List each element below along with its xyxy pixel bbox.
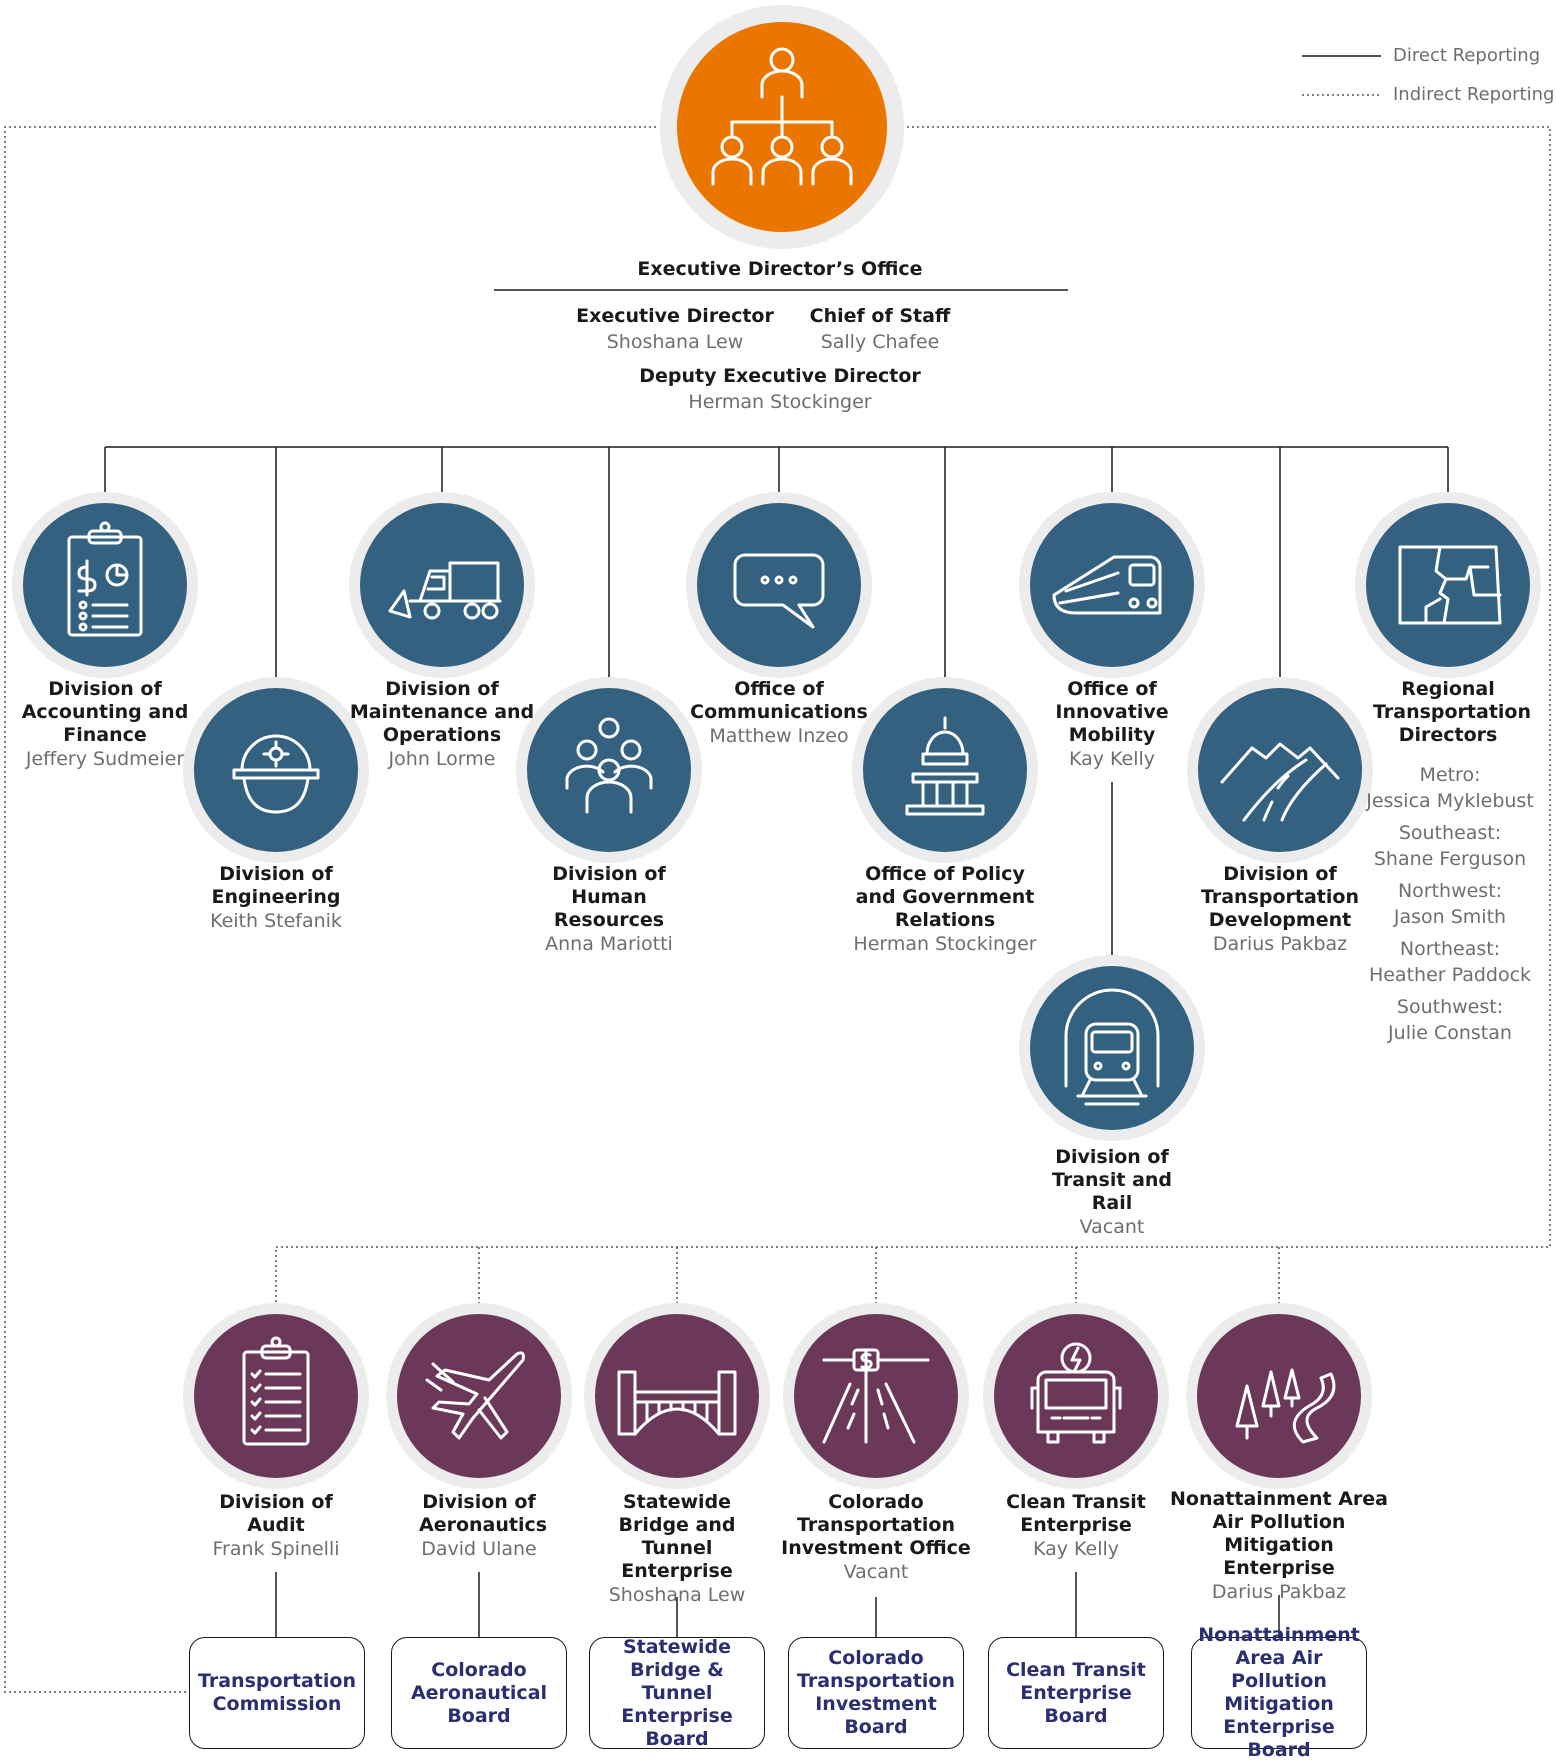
board-colorado-aeronautical: Colorado Aeronautical Board [391,1637,567,1749]
executive-node [660,5,904,249]
audit-checklist-icon [242,1336,310,1446]
legend-indirect: Indirect Reporting [1393,84,1555,105]
division-aeronautics-node [386,1303,572,1489]
legend-direct: Direct Reporting [1393,45,1541,66]
snowplow-truck-icon [388,561,502,620]
office-innovative-mobility-node [1019,492,1205,678]
capitol-building-icon [905,716,985,816]
regional-directors-list: Metro:Jessica Myklebust Southeast:Shane … [1352,762,1548,1052]
train-icon [1052,555,1162,615]
board-transportation-commission: Transportation Commission [189,1637,365,1749]
office-policy-node [852,677,1038,863]
org-chart-icon [711,47,853,186]
division-accounting-node [12,492,198,678]
regional-directors-node [1355,492,1541,678]
executive-director: Executive Director Shoshana Lew [576,305,774,353]
office-policy-label: Office of Policy and Government Relation… [853,863,1037,955]
division-maintenance-node [349,492,535,678]
airplane-icon [425,1351,525,1440]
region-item: Metro:Jessica Myklebust [1366,764,1534,812]
tunnel-train-icon [1064,988,1160,1106]
colorado-map-icon [1398,545,1502,625]
division-engineering-node [183,677,369,863]
board-air-pollution: Nonattainment Area Air Pollution Mitigat… [1191,1624,1367,1761]
clipboard-finance-icon [67,521,143,637]
division-human-resources-node [516,677,702,863]
division-audit-node [183,1303,369,1489]
air-pollution-enterprise-label: Nonattainment Area Air Pollution Mitigat… [1169,1488,1389,1603]
trees-road-icon [1235,1368,1336,1444]
hard-hat-icon [232,734,320,814]
clean-transit-enterprise-node [983,1303,1169,1489]
regional-directors-label: Regional Transportation Directors [1373,678,1532,746]
air-pollution-enterprise-node [1186,1303,1372,1489]
region-item: Southeast:Shane Ferguson [1373,822,1527,870]
mountain-road-icon [1220,742,1340,822]
region-item: Southwest:Julie Constan [1388,996,1512,1044]
executive-office-title: Executive Director’s Office [637,258,923,280]
investment-office-label: Colorado Transportation Investment Offic… [781,1491,971,1583]
toll-road-icon [822,1348,930,1444]
electric-bus-icon [1030,1342,1122,1444]
region-item: Northeast:Heather Paddock [1368,938,1532,986]
investment-office-node [783,1303,969,1489]
deputy-executive-director: Deputy Executive Director Herman Stockin… [639,365,921,413]
board-transportation-investment: Colorado Transportation Investment Board [788,1637,964,1749]
board-bridge-tunnel: Statewide Bridge & Tunnel Enterprise Boa… [589,1636,765,1750]
board-clean-transit: Clean Transit Enterprise Board [988,1637,1164,1749]
bridge-icon [617,1370,737,1436]
region-item: Northwest:Jason Smith [1393,880,1507,928]
division-transportation-development-node [1187,677,1373,863]
division-transit-rail-node [1019,955,1205,1141]
speech-bubble-icon [733,553,825,629]
people-group-icon [565,717,653,814]
chief-of-staff: Chief of Staff Sally Chafee [809,305,951,353]
office-communications-node [686,492,872,678]
bridge-tunnel-enterprise-node [584,1303,770,1489]
